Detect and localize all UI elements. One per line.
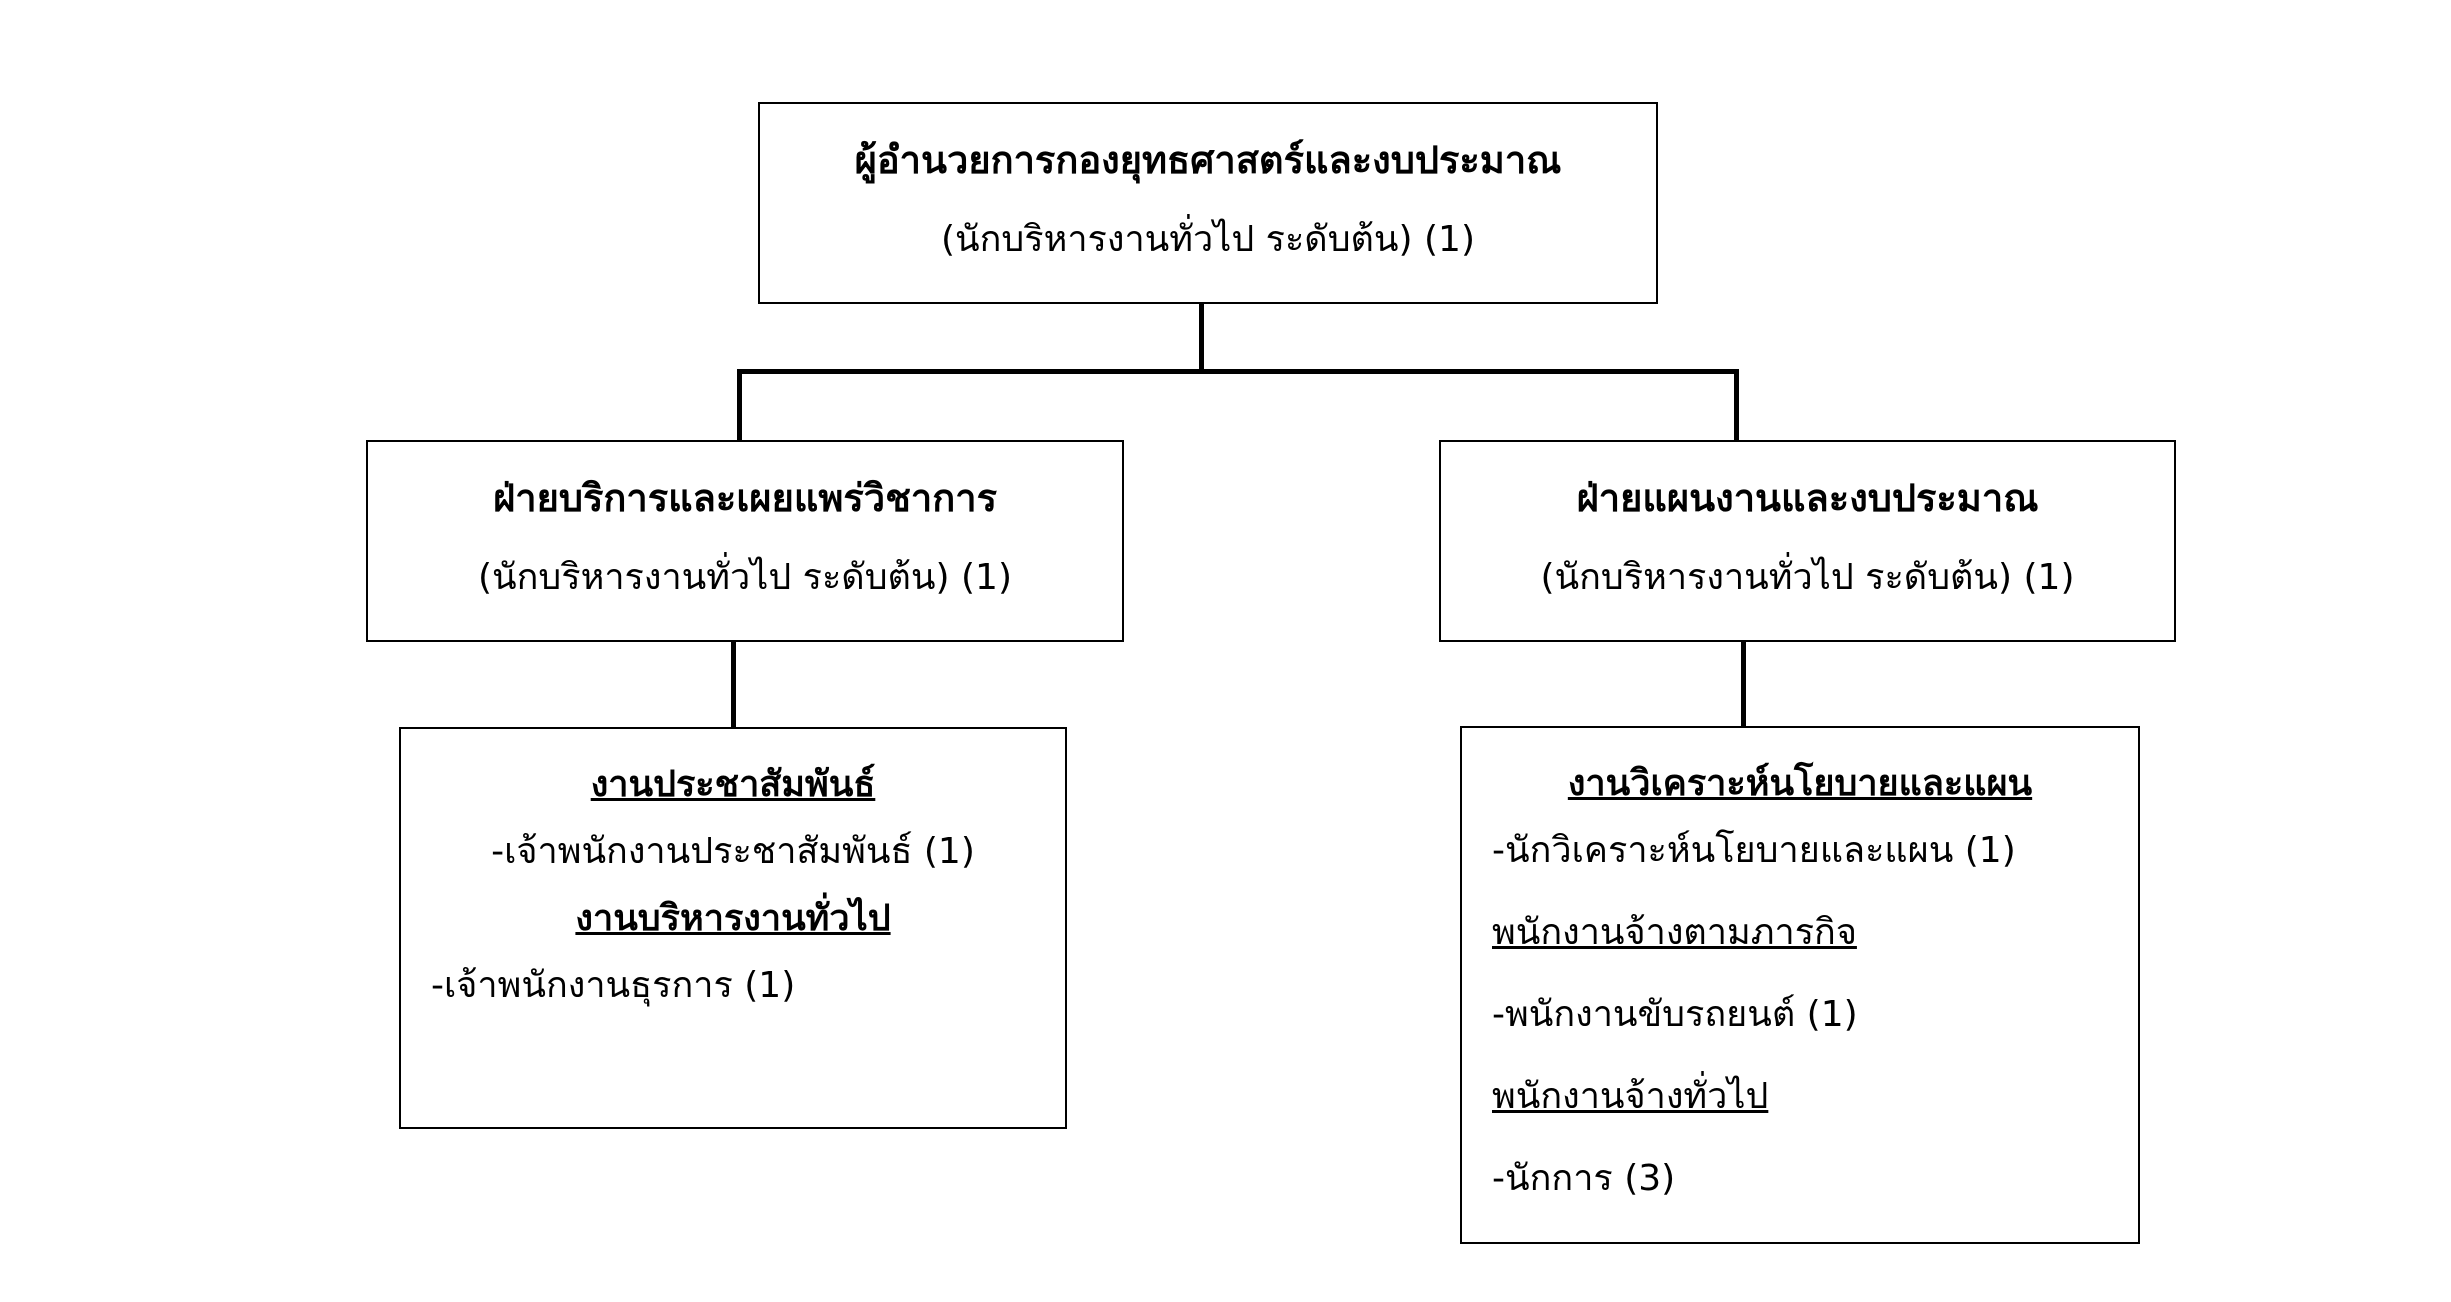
director-subtitle: (นักบริหารงานทั่วไป ระดับต้น) (1)	[940, 219, 1476, 260]
planning-units-box: งานวิเคราะห์นโยบายและแผน -นักวิเคราะห์นโ…	[1460, 726, 2140, 1244]
connector-left-unit	[731, 642, 736, 727]
planning-division-subtitle: (นักบริหารงานทั่วไป ระดับต้น) (1)	[1540, 557, 2075, 598]
service-units-box: งานประชาสัมพันธ์ -เจ้าพนักงานประชาสัมพัน…	[399, 727, 1067, 1129]
pr-officer-item: -เจ้าพนักงานประชาสัมพันธ์ (1)	[491, 831, 975, 872]
general-staff-heading: พนักงานจ้างทั่วไป	[1492, 1076, 1769, 1117]
connector-right-drop	[1734, 369, 1739, 440]
clerk-item: -เจ้าพนักงานธุรการ (1)	[431, 965, 796, 1006]
mission-staff-heading: พนักงานจ้างตามภารกิจ	[1492, 912, 1857, 953]
policy-unit-heading: งานวิเคราะห์นโยบายและแผน	[1567, 763, 2033, 804]
service-division-subtitle: (นักบริหารงานทั่วไป ระดับต้น) (1)	[477, 557, 1013, 598]
director-box: ผู้อำนวยการกองยุทธศาสตร์และงบประมาณ (นัก…	[758, 102, 1658, 304]
connector-top-vertical	[1199, 304, 1204, 372]
planning-division-box: ฝ่ายแผนงานและงบประมาณ (นักบริหารงานทั่วไ…	[1439, 440, 2176, 642]
planning-division-title: ฝ่ายแผนงานและงบประมาณ	[1576, 476, 2039, 520]
janitor-item: -นักการ (3)	[1492, 1158, 1676, 1199]
director-title: ผู้อำนวยการกองยุทธศาสตร์และงบประมาณ	[854, 138, 1562, 182]
connector-right-unit	[1741, 642, 1746, 726]
general-admin-heading: งานบริหารงานทั่วไป	[575, 898, 891, 939]
policy-analyst-item: -นักวิเคราะห์นโยบายและแผน (1)	[1492, 830, 2016, 871]
pr-unit-heading: งานประชาสัมพันธ์	[590, 764, 876, 805]
connector-left-drop	[737, 369, 742, 440]
connector-horizontal	[738, 369, 1737, 374]
driver-item: -พนักงานขับรถยนต์ (1)	[1492, 994, 1858, 1035]
service-division-title: ฝ่ายบริการและเผยแพร่วิชาการ	[492, 476, 998, 520]
service-division-box: ฝ่ายบริการและเผยแพร่วิชาการ (นักบริหารงา…	[366, 440, 1124, 642]
